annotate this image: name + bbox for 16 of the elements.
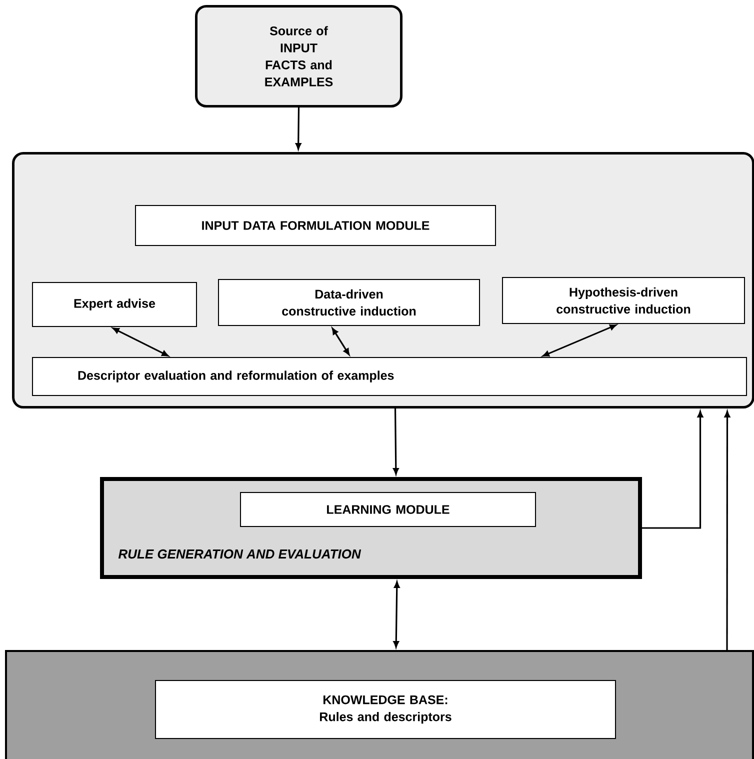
source-box: Source of INPUT FACTS and EXAMPLES [195, 5, 402, 108]
process-box: Expert advise [32, 282, 197, 327]
arrow [295, 108, 302, 150]
process-box: Data-driven constructive induction [218, 279, 480, 326]
process-box: Descriptor evaluation and reformulation of examples [32, 357, 747, 396]
module-title-box: INPUT DATA FORMULATION MODULE [135, 205, 496, 246]
arrow [332, 328, 350, 356]
module-title-box: LEARNING MODULE [240, 492, 536, 527]
arrow [642, 410, 704, 529]
arrow [112, 328, 168, 356]
knowledge-base-box: KNOWLEDGE BASE: Rules and descriptors [155, 680, 616, 739]
process-box: Hypothesis-driven constructive induction [502, 277, 745, 324]
arrow [393, 408, 399, 475]
arrow [393, 581, 400, 648]
arrow [542, 324, 616, 357]
arrow [724, 410, 730, 650]
